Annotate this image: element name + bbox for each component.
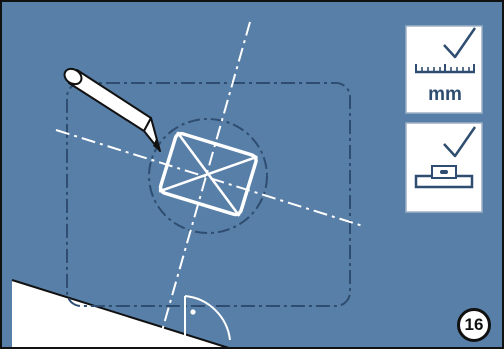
axis-line-steep — [159, 21, 251, 339]
ruler-check-icon — [405, 25, 483, 114]
spirit-level-check-icon — [405, 122, 483, 213]
outer-template-outline — [66, 82, 351, 307]
angle-dot — [190, 309, 196, 315]
marked-socket-outline — [158, 131, 258, 217]
center-circle-outline — [148, 118, 268, 234]
right-angle-arc — [184, 295, 231, 341]
pencil-icon — [63, 67, 161, 152]
unit-label-mm: mm — [428, 84, 462, 105]
step-number-badge: 16 — [457, 308, 491, 342]
floor-edge — [11, 279, 233, 349]
